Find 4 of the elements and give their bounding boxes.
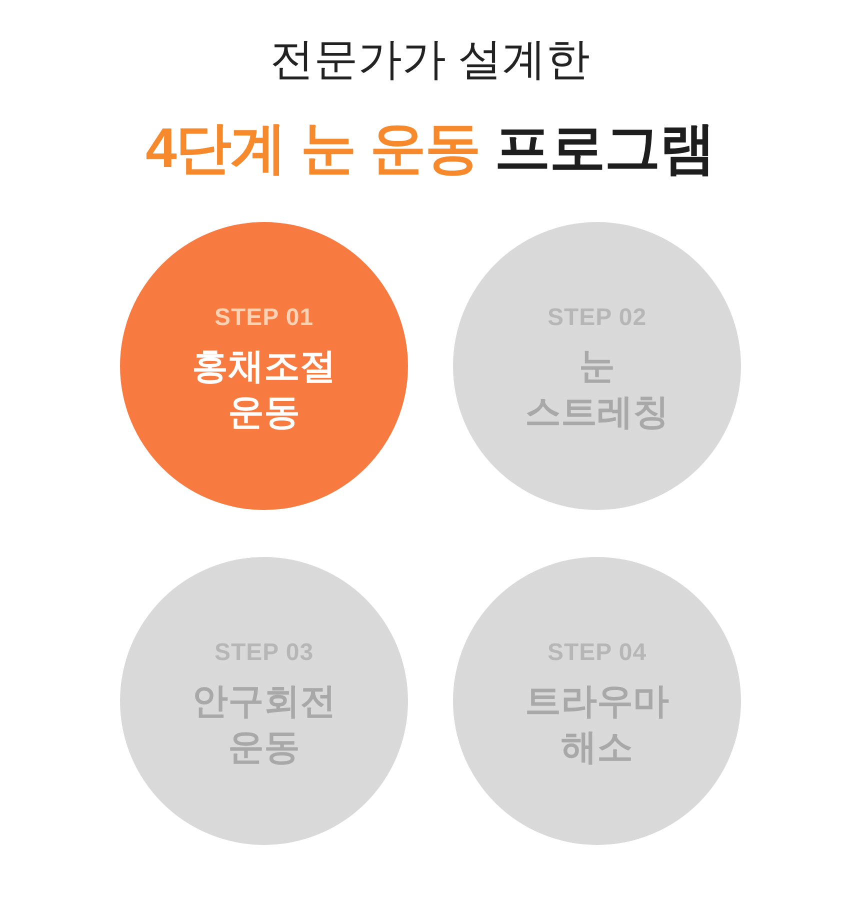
step-number: STEP 01 bbox=[214, 304, 314, 332]
subtitle: 전문가가 설계한 bbox=[270, 34, 590, 86]
title: 4단계 눈 운동 프로그램 bbox=[146, 115, 714, 181]
step-name: 홍채조절 운동 bbox=[191, 344, 337, 434]
